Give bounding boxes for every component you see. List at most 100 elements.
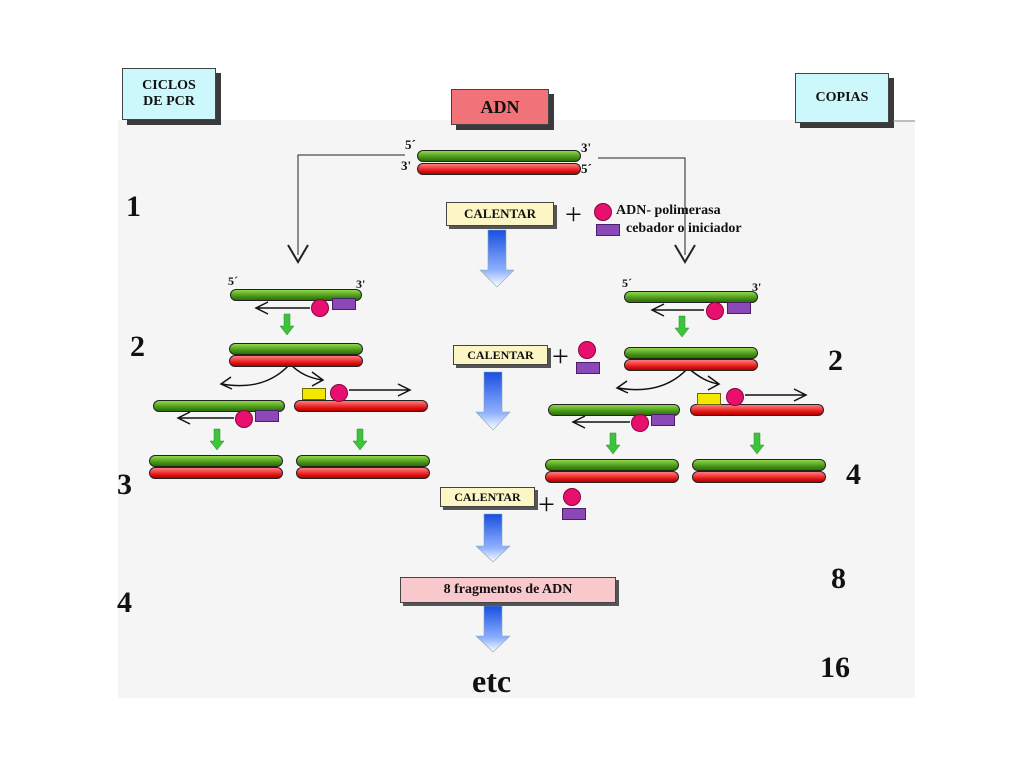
result-label: 8 fragmentos de ADN [443,582,573,597]
heat-box-3-label: CALENTAR [454,489,521,504]
left-polymerase-3 [330,384,348,402]
left-strand-5prime: 5´ [228,274,238,288]
right-branch-line [598,157,686,255]
cycle-number-2: 2 [130,330,145,363]
heat-box-1-label: CALENTAR [464,206,536,221]
left-duplex-green [229,343,363,355]
right-new-primer [697,393,721,405]
right-sep-green [548,404,680,416]
right-polymerase-1 [706,302,724,320]
heat-box-3: CALENTAR [440,487,535,507]
right-strand-5prime: 5´ [622,276,632,290]
left-c3-duplex2-green [296,455,430,467]
heat-arrow-3 [475,513,511,563]
synthesis-arrow-right-3 [745,388,808,402]
synthesis-arrow-left-1 [254,301,310,315]
heat-arrow-4 [475,605,511,653]
left-strand-3prime: 3' [356,277,366,291]
heat-box-2-label: CALENTAR [467,347,534,362]
top-dna-red-strand [417,163,581,175]
left-c3-duplex2-red [296,467,430,479]
dna-title-box: ADN [451,89,549,125]
cycle-number-4: 4 [117,586,132,619]
green-arrow-left-1 [279,313,295,336]
split-arrow-left-b [289,363,325,387]
top-dna-5prime-right: 5´ [581,161,592,176]
right-c3-duplex1-green [545,459,679,471]
left-new-primer [302,388,326,400]
result-box: 8 fragmentos de ADN [400,577,616,603]
left-primer-2 [255,410,279,422]
right-duplex-red [624,359,758,371]
left-polymerase-1 [311,299,329,317]
split-arrow-left-a [219,363,291,390]
right-c3-duplex2-red [692,471,826,483]
left-template-strand-1 [230,289,362,301]
copies-header-box: COPIAS [795,73,889,123]
polymerase-icon-3 [563,488,581,506]
cycle-number-1: 1 [126,190,141,223]
cycles-header-line1: CICLOS [142,78,196,93]
heat-arrow-1 [479,229,515,288]
split-arrow-right-b [687,367,721,391]
left-branch-line [297,154,405,255]
plus-sign-3: + [538,488,555,521]
split-arrow-right-a [615,367,689,394]
copies-number-8: 8 [831,562,846,595]
right-primer-2 [651,414,675,426]
left-polymerase-2 [235,410,253,428]
cycle-number-3: 3 [117,468,132,501]
right-sep-red [690,404,824,416]
left-branch-arrowhead [287,244,309,264]
cycles-header-box: CICLOS DE PCR [122,68,216,120]
plus-sign-1: + [565,198,582,231]
green-arrow-right-2 [605,432,621,455]
left-c3-duplex1-green [149,455,283,467]
right-primer-1 [727,302,751,314]
right-polymerase-3 [726,388,744,406]
left-c3-duplex1-red [149,467,283,479]
left-sep-green [153,400,285,412]
legend-primer-icon [596,224,620,236]
legend-polymerase-label: ADN- polimerasa [616,203,721,218]
right-c3-duplex2-green [692,459,826,471]
synthesis-arrow-right-1 [650,303,704,317]
synthesis-arrow-right-2 [571,415,630,429]
plus-sign-2: + [552,340,569,373]
left-primer-1 [332,298,356,310]
green-arrow-left-3 [352,428,368,451]
green-arrow-right-3 [749,432,765,455]
green-arrow-right-1 [674,315,690,338]
right-c3-duplex1-red [545,471,679,483]
synthesis-arrow-left-2 [176,411,234,425]
right-duplex-green [624,347,758,359]
top-dna-5prime-left: 5´ [405,137,416,152]
primer-icon-2 [576,362,600,374]
green-arrow-left-2 [209,428,225,451]
cycles-header-line2: DE PCR [143,94,195,109]
left-duplex-red [229,355,363,367]
copies-header-label: COPIAS [815,90,869,105]
legend-polymerase-icon [594,203,612,221]
copies-number-16: 16 [820,651,850,684]
right-polymerase-2 [631,414,649,432]
copies-number-4: 4 [846,458,861,491]
etc-label: etc [472,663,512,699]
copies-number-2: 2 [828,344,843,377]
left-sep-red [294,400,428,412]
dna-title-label: ADN [480,96,520,117]
primer-icon-3 [562,508,586,520]
top-dna-green-strand [417,150,581,162]
heat-box-1: CALENTAR [446,202,554,226]
heat-arrow-2 [475,371,511,431]
synthesis-arrow-left-3 [349,383,412,397]
right-strand-3prime: 3' [752,280,762,294]
top-dna-3prime-left: 3' [401,158,412,173]
top-dna-3prime-right: 3' [581,140,592,155]
heat-box-2: CALENTAR [453,345,548,365]
right-template-strand-1 [624,291,758,303]
legend-primer-label: cebador o iniciador [626,221,742,236]
right-branch-arrowhead [674,244,696,264]
